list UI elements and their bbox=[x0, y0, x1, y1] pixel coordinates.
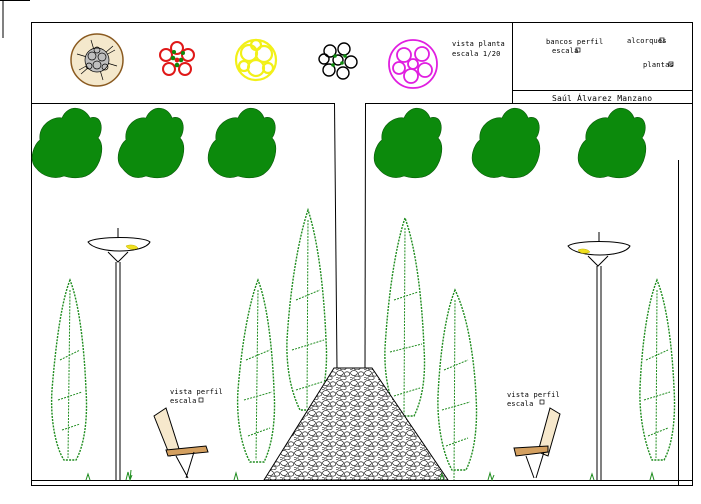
tree-row bbox=[31, 107, 647, 179]
plan-flower-black-icon bbox=[318, 42, 358, 80]
cypress-icon bbox=[236, 278, 276, 463]
plan-flower-yellow-icon bbox=[234, 38, 278, 82]
cypress-icon bbox=[639, 278, 676, 461]
plan-view-scale: escala 1/20 bbox=[452, 50, 501, 58]
plan-flower-magenta-icon bbox=[388, 39, 438, 89]
bench-right-icon bbox=[513, 407, 561, 479]
profile-view-label-left: vista perfil bbox=[170, 388, 223, 396]
street-lamp-left-icon bbox=[87, 228, 151, 480]
profile-view-scale-left: escala bbox=[170, 397, 197, 405]
cypress-icon bbox=[437, 288, 478, 481]
tree-icon bbox=[471, 107, 541, 179]
tree-icon bbox=[207, 107, 277, 179]
profile-view-scale-right: escala bbox=[507, 400, 534, 408]
scale-marks bbox=[198, 37, 674, 405]
plan-view-label: vista planta bbox=[452, 40, 505, 48]
cypress-icon bbox=[286, 207, 328, 411]
street-lamp-right-icon bbox=[567, 232, 631, 480]
tree-icon bbox=[31, 107, 103, 179]
author-name: Saúl Álvarez Manzano bbox=[552, 94, 653, 103]
tree-icon bbox=[577, 107, 647, 179]
profile-view-label-right: vista perfil bbox=[507, 391, 560, 399]
plants-label: plantas bbox=[643, 61, 674, 69]
tree-icon bbox=[373, 107, 443, 179]
tree-icon bbox=[117, 107, 185, 179]
plan-flower-red-icon bbox=[159, 41, 195, 76]
plan-flower-brown-icon bbox=[70, 33, 124, 87]
cypress-icon bbox=[384, 215, 426, 417]
tubs-label: alcorques bbox=[627, 37, 667, 45]
grass-tufts bbox=[85, 469, 655, 482]
benches-scale: escala bbox=[552, 47, 579, 55]
stone-mound-icon bbox=[263, 367, 449, 481]
cypress-icon bbox=[50, 278, 88, 461]
benches-label: bancos perfil bbox=[546, 38, 604, 46]
cypress-group bbox=[50, 207, 676, 481]
bench-left-icon bbox=[153, 407, 209, 479]
